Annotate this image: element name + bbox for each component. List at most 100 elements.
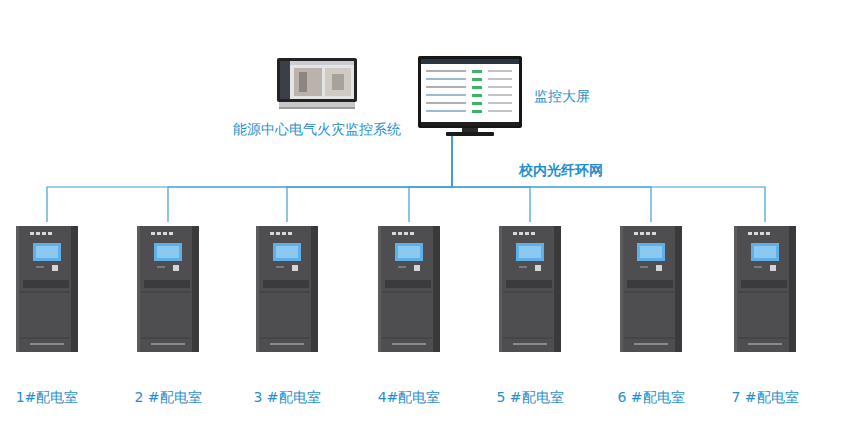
cabinet-logo — [169, 232, 173, 235]
cabinet-logo — [410, 232, 414, 235]
screen-row — [488, 70, 512, 72]
fiber-connector — [47, 136, 452, 222]
fiber-connector — [452, 136, 651, 222]
cabinet-seam — [624, 338, 674, 339]
screen-image — [299, 72, 307, 92]
cabinet-logo — [157, 232, 161, 235]
cabinet-display — [33, 243, 61, 261]
network-label: 校内光纤环网 — [517, 161, 605, 179]
screen-row — [488, 110, 512, 112]
cabinet-side — [620, 226, 623, 352]
screen-image — [325, 68, 351, 96]
cabinet-side — [137, 226, 140, 352]
screen-header — [290, 61, 354, 65]
cabinet-seam — [624, 292, 674, 293]
cabinet-body — [620, 226, 682, 352]
cabinet-display — [157, 246, 179, 258]
cabinet-seam — [20, 292, 70, 293]
cabinet-icon — [137, 226, 199, 352]
cabinet-logo — [634, 232, 638, 235]
screen-image — [332, 74, 344, 90]
screen-row — [426, 94, 466, 96]
cabinet-seam — [738, 292, 788, 293]
cabinet-body — [256, 226, 318, 352]
cabinet-side — [675, 226, 682, 352]
cabinet-led — [519, 266, 527, 268]
cabinet-logo — [42, 232, 46, 235]
screen-header — [421, 59, 519, 64]
cabinet-logo — [525, 232, 529, 235]
monitor-frame — [277, 58, 357, 102]
cabinet-slot — [263, 280, 309, 288]
cabinet-led — [157, 266, 165, 268]
cabinet-logo — [519, 232, 523, 235]
cabinet-body — [16, 226, 78, 352]
cabinet-nameplate — [392, 343, 426, 345]
cabinet-button — [656, 265, 662, 271]
cabinet-led — [754, 266, 762, 268]
cabinet-logo — [398, 232, 402, 235]
cabinet-led — [36, 266, 44, 268]
cabinet-logo — [30, 232, 34, 235]
cabinet-side — [789, 226, 796, 352]
monitor-base — [446, 132, 494, 136]
fiber-connector — [452, 136, 765, 222]
cabinet-logo — [748, 232, 752, 235]
cabinet-side — [256, 226, 259, 352]
cabinet-display — [154, 243, 182, 261]
cabinet-logo — [36, 232, 40, 235]
cabinet-node: 6 #配电室 — [601, 226, 701, 406]
cabinet-logo — [531, 232, 535, 235]
screen-row — [472, 110, 482, 113]
cabinet-slot — [23, 280, 69, 288]
cabinet-logo — [766, 232, 770, 235]
screen-row — [472, 94, 482, 97]
cabinet-display — [637, 243, 665, 261]
cabinet-node: 3 #配电室 — [237, 226, 337, 406]
cabinet-nameplate — [634, 343, 668, 345]
cabinet-logo — [754, 232, 758, 235]
cabinet-display — [395, 243, 423, 261]
cabinet-side — [71, 226, 78, 352]
cabinet-led — [640, 266, 648, 268]
cabinet-logo — [640, 232, 644, 235]
monitor-base — [279, 102, 355, 108]
cabinet-display — [516, 243, 544, 261]
screen-row — [488, 78, 512, 80]
room-label: 4#配电室 — [378, 388, 441, 406]
cabinet-node: 7 #配电室 — [715, 226, 815, 406]
cabinet-logo — [151, 232, 155, 235]
cabinet-nameplate — [151, 343, 185, 345]
cabinet-slot — [741, 280, 787, 288]
cabinet-seam — [141, 338, 191, 339]
cabinet-body — [378, 226, 440, 352]
monitor-neck — [462, 128, 478, 132]
cabinet-slot — [506, 280, 552, 288]
cabinet-display — [751, 243, 779, 261]
cabinet-button — [535, 265, 541, 271]
cabinet-side — [16, 226, 19, 352]
cabinet-button — [52, 265, 58, 271]
cabinet-logo — [646, 232, 650, 235]
monitor-base — [279, 107, 355, 109]
cabinet-nameplate — [513, 343, 547, 345]
cabinet-logo — [652, 232, 656, 235]
cabinet-display — [36, 246, 58, 258]
screen-row — [426, 70, 466, 72]
screen-row — [472, 78, 482, 81]
cabinet-logo — [760, 232, 764, 235]
cabinet-side — [433, 226, 440, 352]
cabinet-node: 2 #配电室 — [118, 226, 218, 406]
cabinet-button — [770, 265, 776, 271]
cabinet-body — [734, 226, 796, 352]
cabinet-logo — [513, 232, 517, 235]
room-label: 2 #配电室 — [134, 388, 201, 406]
monitor-screen — [421, 59, 519, 122]
fiber-connector — [168, 136, 452, 222]
cabinet-icon — [256, 226, 318, 352]
cabinet-logo — [48, 232, 52, 235]
monitor-screen — [280, 61, 354, 99]
fiber-connector — [409, 136, 452, 222]
cabinet-logo — [163, 232, 167, 235]
